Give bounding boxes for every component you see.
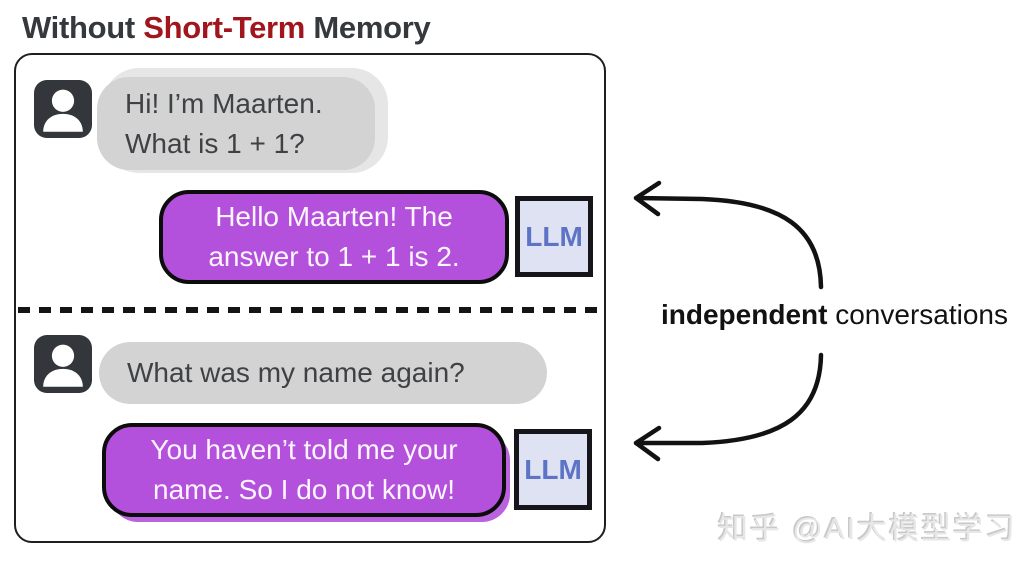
title-part-1: Without [22, 10, 144, 45]
llm-response-bubble-2: You haven’t told me your name. So I do n… [102, 423, 506, 517]
title-part-2: Memory [305, 10, 431, 45]
llm-response-line: name. So I do not know! [153, 474, 455, 505]
page-title: Without Short-Term Memory [22, 10, 431, 46]
llm-badge-label: LLM [525, 220, 583, 252]
user-message-bubble-1: Hi! I’m Maarten. What is 1 + 1? [97, 68, 388, 173]
user-avatar-icon [34, 335, 92, 393]
person-icon [43, 89, 83, 132]
llm-response-bubble-1: Hello Maarten! The answer to 1 + 1 is 2. [159, 190, 509, 284]
curved-arrow-top-icon [633, 180, 824, 290]
llm-badge-label: LLM [524, 453, 582, 485]
user-message-bubble-2: What was my name again? [99, 342, 547, 404]
llm-response-line: Hello Maarten! The [215, 201, 453, 232]
llm-badge-2: LLM [514, 429, 592, 510]
llm-response-line: answer to 1 + 1 is 2. [208, 241, 460, 272]
person-icon [43, 344, 83, 387]
conversation-divider [18, 307, 602, 313]
annotation-bold-text: independent [661, 299, 828, 330]
user-message-line: What was my name again? [127, 357, 465, 388]
user-message-line: What is 1 + 1? [125, 127, 305, 159]
annotation-label: independent conversations [661, 299, 1008, 331]
user-message-line: Hi! I’m Maarten. [125, 87, 323, 119]
user-avatar-icon [34, 80, 92, 138]
chat-panel: Hi! I’m Maarten. What is 1 + 1? Hello Ma… [14, 53, 606, 543]
annotation-regular-text: conversations [827, 299, 1008, 330]
curved-arrow-bottom-icon [633, 352, 824, 462]
watermark: 知乎 @AI大模型学习 [718, 513, 1018, 546]
title-highlight: Short-Term [143, 10, 306, 45]
llm-response-line: You haven’t told me your [150, 434, 458, 465]
llm-badge-1: LLM [515, 196, 593, 277]
